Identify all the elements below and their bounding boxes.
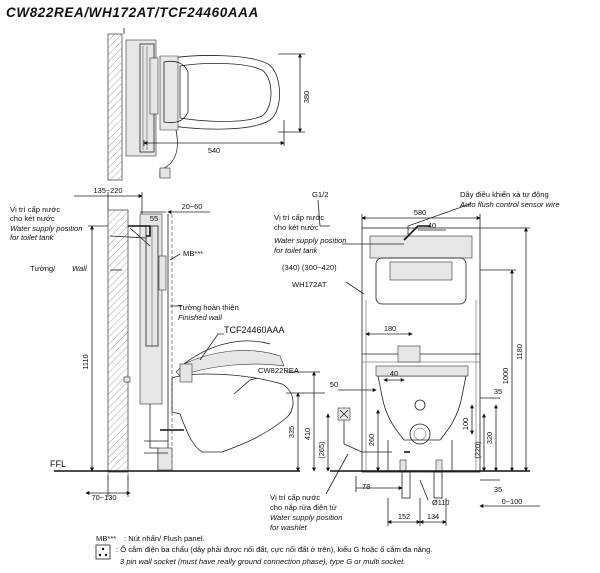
dim-1000: 1000 bbox=[501, 368, 510, 384]
dim-410: 410 bbox=[303, 428, 312, 440]
label-bowl-model: CW822REA bbox=[258, 366, 300, 375]
label-finished-wall-en: Finished wall bbox=[178, 313, 222, 322]
label-wall-vi: Tường/ bbox=[30, 264, 56, 273]
label-g12: G1/2 bbox=[312, 190, 328, 199]
label-seat-model: TCF24460AAA bbox=[224, 325, 285, 335]
label-mb: MB*** bbox=[183, 249, 203, 258]
label-finished-wall-vi: Tường hoàn thiện bbox=[178, 303, 239, 312]
dim-320: 320 bbox=[485, 432, 494, 444]
front-drain bbox=[409, 423, 431, 445]
dim-100: 100 bbox=[461, 418, 470, 430]
notes: MB*** : Nút nhấn/ Flush panel. : Ổ cắm đ… bbox=[95, 534, 432, 566]
label-supply-tank-vi: Vị trí cấp nước bbox=[10, 205, 60, 214]
label-washlet-en: Water supply position bbox=[270, 513, 342, 522]
side-view: 135~220 55 20~60 1110 70~130 335 410 (26… bbox=[54, 186, 330, 502]
dim-78: 78 bbox=[362, 482, 370, 491]
label-wall-en: Wall bbox=[72, 264, 87, 273]
dim-0-100: 0~100 bbox=[502, 497, 523, 506]
label-ffl: FFL bbox=[50, 459, 66, 469]
label-r-supply-tank-vi: Vị trí cấp nước bbox=[274, 213, 324, 222]
dim-152: 152 bbox=[398, 512, 410, 521]
label-supply-tank-en: Water supply position bbox=[10, 224, 82, 233]
side-seat bbox=[175, 350, 285, 377]
label-supply-tank-en2: for toilet tank bbox=[10, 233, 55, 242]
dim-1110: 1110 bbox=[81, 354, 90, 369]
front-tank bbox=[375, 257, 467, 305]
label-washlet-vi: Vị trí cấp nước bbox=[270, 493, 320, 502]
dim-260: 260 bbox=[367, 434, 376, 446]
dim-20-60: 20~60 bbox=[182, 202, 203, 211]
dim-335: 335 bbox=[287, 426, 296, 438]
dim-580: 580 bbox=[414, 208, 426, 217]
side-wall bbox=[107, 209, 129, 473]
label-frame-model: WH172AT bbox=[292, 280, 327, 289]
dim-55: 55 bbox=[150, 214, 158, 223]
dim-35b: 35 bbox=[494, 485, 502, 494]
socket-legend-icon bbox=[95, 544, 111, 560]
note-mb-text: : Nút nhấn/ Flush panel. bbox=[124, 534, 205, 543]
label-frame-range: (340) (300~420) bbox=[282, 263, 337, 272]
drawing-title: CW822REA/WH172AT/TCF24460AAA bbox=[6, 5, 259, 20]
dim-70-130: 70~130 bbox=[92, 493, 117, 502]
top-seat-unit bbox=[159, 55, 179, 131]
label-cable-vi: Dây điều khiển xả tự động bbox=[460, 190, 549, 199]
note-mb-key: MB*** bbox=[96, 534, 116, 543]
dim-50: 50 bbox=[330, 380, 338, 389]
label-washlet-en2: for washlet bbox=[270, 523, 308, 532]
dim-35a: 35 bbox=[494, 387, 502, 396]
side-bowl bbox=[171, 373, 294, 453]
dim-180: 180 bbox=[384, 324, 396, 333]
top-bowl-outline bbox=[169, 55, 280, 130]
dim-135-220: 135~220 bbox=[94, 186, 123, 195]
flush-panel bbox=[158, 255, 167, 291]
dim-265: (265) bbox=[317, 441, 326, 458]
label-supply-tank-vi2: cho két nước bbox=[10, 214, 55, 223]
note-socket-line1: : Ổ cắm điện ba chấu (dây phải được nối … bbox=[116, 545, 432, 554]
label-cable-en: Auto flush control sensor wire bbox=[459, 200, 560, 209]
dim-540: 540 bbox=[208, 146, 220, 155]
dim-110: Ø110 bbox=[432, 498, 450, 507]
dim-40a: 40 bbox=[428, 221, 436, 230]
front-bowl bbox=[377, 375, 467, 441]
front-view: 580 40 180 50 40 1180 1000 35 320 (220) … bbox=[317, 199, 540, 526]
side-frame bbox=[139, 213, 163, 405]
note-socket-line2: 3 pin wall socket (must have really grou… bbox=[120, 557, 405, 566]
label-r-supply-tank-vi2: cho két nước bbox=[274, 223, 319, 232]
dim-40b: 40 bbox=[390, 369, 398, 378]
dim-380: 380 bbox=[302, 91, 311, 103]
dim-220: (220) bbox=[473, 441, 482, 458]
front-panel-opening bbox=[389, 261, 453, 281]
top-wall bbox=[107, 33, 123, 181]
dim-1180: 1180 bbox=[515, 344, 524, 360]
label-washlet-vi2: cho nắp rửa điện tử bbox=[270, 503, 337, 512]
label-r-supply-tank-en: Water supply position bbox=[274, 236, 346, 245]
dim-134: 134 bbox=[427, 512, 439, 521]
label-r-supply-tank-en2: for toilet tank bbox=[274, 246, 319, 255]
front-frame bbox=[361, 227, 481, 473]
top-view: 540 380 bbox=[107, 28, 311, 181]
